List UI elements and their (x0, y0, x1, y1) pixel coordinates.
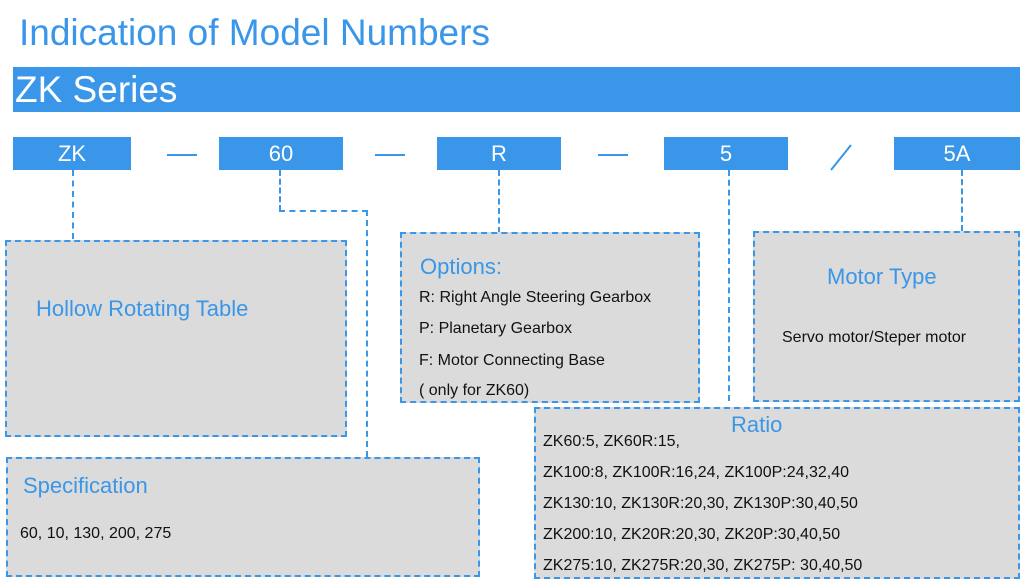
connector-size (366, 210, 368, 457)
specification-box: Specification 60, 10, 130, 200, 275 (6, 457, 480, 577)
series-banner: ZK Series (13, 67, 1020, 112)
separator-dash (598, 154, 628, 156)
ratio-item: ZK100:8, ZK100R:16,24, ZK100P:24,32,40 (543, 464, 849, 481)
ratio-item: ZK60:5, ZK60R:15, (543, 433, 680, 450)
option-item: F: Motor Connecting Base (419, 352, 605, 369)
connector-ratio (728, 170, 730, 401)
option-item: ( only for ZK60) (419, 382, 530, 399)
connector-motor (961, 170, 963, 231)
ratio-item: ZK130:10, ZK130R:20,30, ZK130P:30,40,50 (543, 495, 858, 512)
options-heading: Options: (420, 254, 502, 279)
motor-type-text: Servo motor/Steper motor (782, 329, 967, 346)
separator-slash (830, 144, 852, 171)
code-ratio: 5 (664, 137, 788, 170)
connector-series (72, 170, 74, 239)
code-motor: 5A (894, 137, 1020, 170)
hollow-table-label: Hollow Rotating Table (36, 296, 249, 321)
separator-dash (375, 154, 405, 156)
connector-size (279, 170, 281, 211)
motor-type-box: Motor Type Servo motor/Steper motor (753, 231, 1020, 402)
ratio-box: Ratio ZK60:5, ZK60R:15, ZK100:8, ZK100R:… (534, 407, 1020, 579)
ratio-heading: Ratio (731, 412, 783, 437)
option-item: P: Planetary Gearbox (419, 320, 572, 337)
option-item: R: Right Angle Steering Gearbox (419, 289, 652, 306)
options-box: Options: R: Right Angle Steering Gearbox… (400, 232, 700, 403)
code-size: 60 (219, 137, 343, 170)
connector-size (279, 210, 368, 212)
separator-dash (167, 154, 197, 156)
series-banner-label: ZK Series (15, 69, 178, 110)
hollow-table-box: Hollow Rotating Table (5, 240, 347, 437)
code-series: ZK (13, 137, 131, 170)
ratio-item: ZK275:10, ZK275R:20,30, ZK275P: 30,40,50 (543, 557, 863, 574)
code-option: R (437, 137, 561, 170)
specification-heading: Specification (23, 473, 148, 498)
motor-type-heading: Motor Type (827, 264, 937, 289)
page-title: Indication of Model Numbers (19, 12, 490, 53)
connector-option (498, 170, 500, 233)
ratio-item: ZK200:10, ZK20R:20,30, ZK20P:30,40,50 (543, 526, 841, 543)
specification-text: 60, 10, 130, 200, 275 (20, 525, 172, 542)
